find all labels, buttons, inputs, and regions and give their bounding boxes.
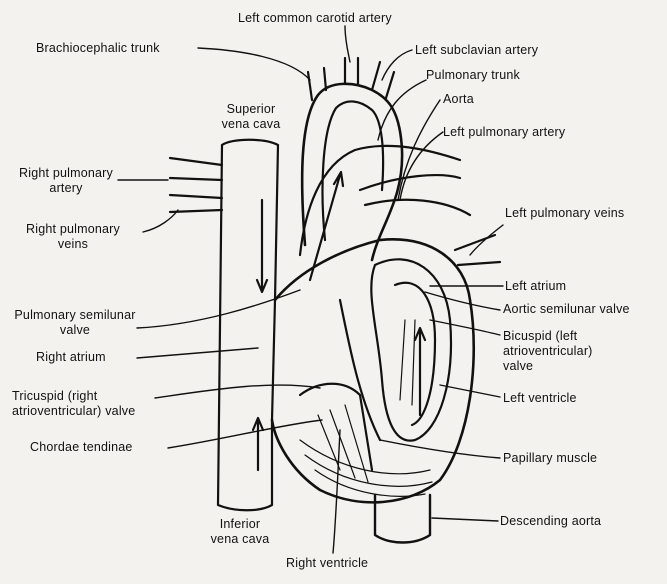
aortic-arch: [302, 84, 402, 260]
label-brachiocephalic-trunk: Brachiocephalic trunk: [36, 41, 160, 56]
label-right-atrium: Right atrium: [36, 350, 106, 365]
flow-arrow-lv: [415, 328, 425, 415]
label-aortic-semilunar-valve: Aortic semilunar valve: [503, 302, 630, 317]
label-chordae-tendinae: Chordae tendinae: [30, 440, 133, 455]
label-left-common-carotid-artery: Left common carotid artery: [238, 11, 392, 26]
label-tricuspid-valve: Tricuspid (right atrioventricular) valve: [12, 389, 135, 419]
left-pulmonary-artery: [360, 175, 470, 215]
chordae-lines: [318, 320, 415, 482]
aortic-arch-inner: [323, 101, 384, 240]
label-bicuspid-valve: Bicuspid (left atrioventricular) valve: [503, 329, 593, 374]
papillary-striations: [300, 440, 432, 496]
label-right-ventricle: Right ventricle: [286, 556, 368, 571]
vena-cava-outline: [218, 140, 278, 511]
label-left-subclavian-artery: Left subclavian artery: [415, 43, 538, 58]
right-pulmonary-artery: [170, 158, 222, 180]
carotid-branch: [345, 58, 358, 84]
label-left-pulmonary-veins: Left pulmonary veins: [505, 206, 624, 221]
left-pulmonary-veins: [455, 235, 500, 265]
label-right-pulmonary-veins: Right pulmonary veins: [10, 222, 136, 252]
flow-arrow-pulm: [310, 172, 343, 280]
label-right-pulmonary-artery: Right pulmonary artery: [10, 166, 122, 196]
label-inferior-vena-cava: Inferior vena cava: [208, 517, 272, 547]
label-superior-vena-cava: Superior vena cava: [214, 102, 288, 132]
label-pulmonary-semilunar-valve: Pulmonary semilunar valve: [10, 308, 140, 338]
label-papillary-muscle: Papillary muscle: [503, 451, 597, 466]
label-left-ventricle: Left ventricle: [503, 391, 577, 406]
label-left-pulmonary-artery: Left pulmonary artery: [443, 125, 565, 140]
label-pulmonary-trunk: Pulmonary trunk: [426, 68, 520, 83]
left-ventricle-inner: [395, 283, 435, 425]
flow-arrow-svc: [257, 200, 267, 292]
label-left-atrium: Left atrium: [505, 279, 566, 294]
label-descending-aorta: Descending aorta: [500, 514, 601, 529]
label-aorta: Aorta: [443, 92, 474, 107]
flow-arrow-ivc: [253, 418, 263, 470]
